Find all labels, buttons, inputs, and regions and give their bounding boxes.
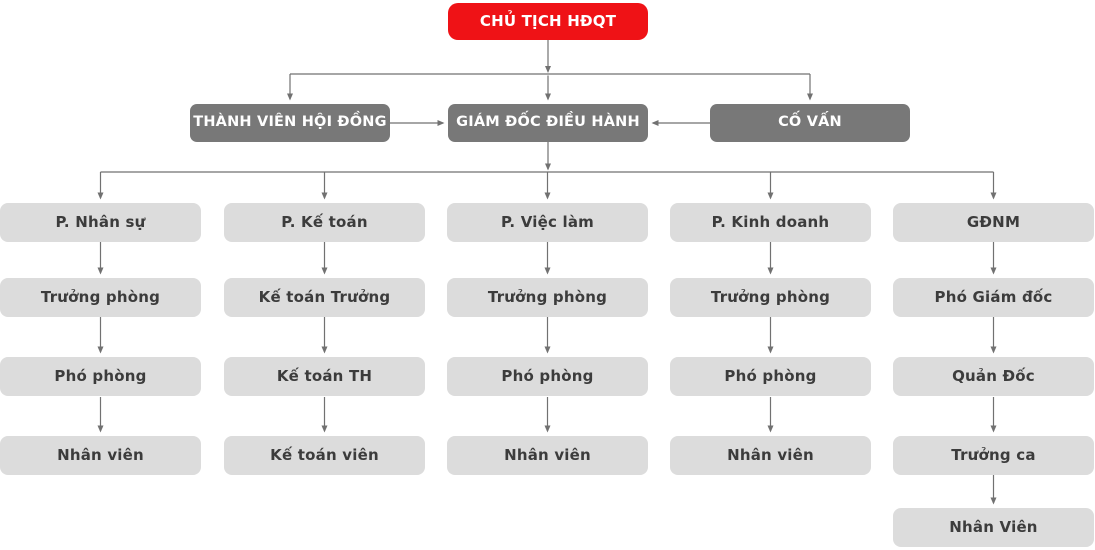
org-node: Trưởng phòng — [670, 278, 871, 317]
org-node: Kế toán TH — [224, 357, 425, 396]
node-dept-nhan-su: P. Nhân sự — [0, 203, 201, 242]
org-node: Nhân viên — [447, 436, 648, 475]
node-dept-viec-lam: P. Việc làm — [447, 203, 648, 242]
org-node: Nhân Viên — [893, 508, 1094, 547]
node-dept-ke-toan: P. Kế toán — [224, 203, 425, 242]
node-advisor: CỐ VẤN — [710, 104, 910, 142]
org-node: Trưởng phòng — [447, 278, 648, 317]
org-node: Phó Giám đốc — [893, 278, 1094, 317]
org-node: Kế toán Trưởng — [224, 278, 425, 317]
org-node: Trưởng phòng — [0, 278, 201, 317]
node-executive-director: GIÁM ĐỐC ĐIỀU HÀNH — [448, 104, 648, 142]
org-node: Nhân viên — [670, 436, 871, 475]
org-node: Phó phòng — [447, 357, 648, 396]
org-node: Phó phòng — [670, 357, 871, 396]
org-node: Kế toán viên — [224, 436, 425, 475]
node-chairman: CHỦ TỊCH HĐQT — [448, 3, 648, 40]
org-node: Nhân viên — [0, 436, 201, 475]
node-dept-gdnm: GĐNM — [893, 203, 1094, 242]
org-node: Phó phòng — [0, 357, 201, 396]
node-dept-kinh-doanh: P. Kinh doanh — [670, 203, 871, 242]
node-board-member: THÀNH VIÊN HỘI ĐỒNG — [190, 104, 390, 142]
org-node: Quản Đốc — [893, 357, 1094, 396]
org-node: Trưởng ca — [893, 436, 1094, 475]
